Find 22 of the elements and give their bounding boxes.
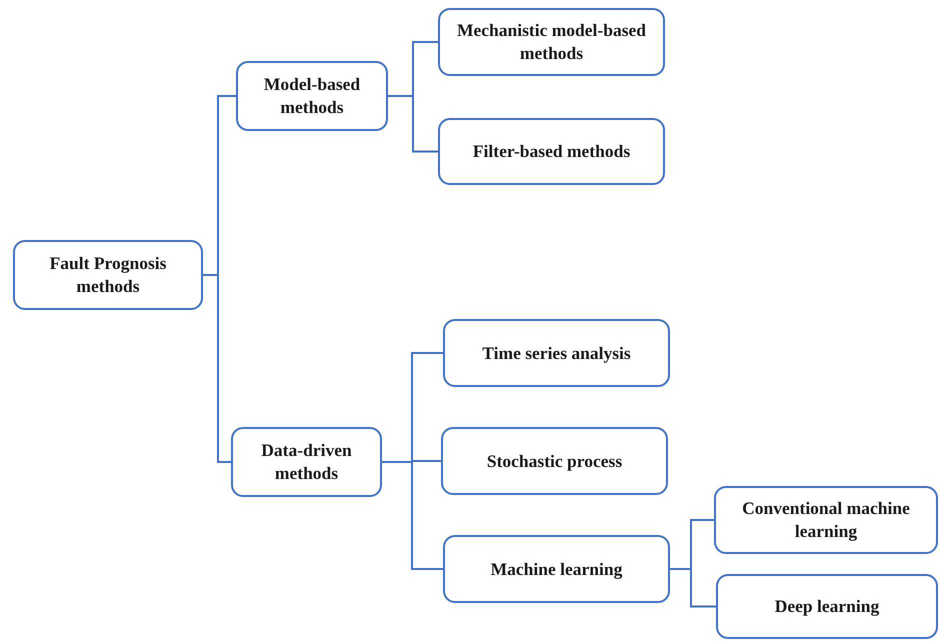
node-label: Fault Prognosis methods — [48, 252, 168, 298]
method-box — [441, 427, 668, 495]
connector-line — [382, 461, 443, 570]
method-box — [443, 319, 670, 387]
node-label: Deep learning — [774, 595, 880, 618]
node-label: Filter-based methods — [472, 140, 630, 163]
node-label: Data-driven methods — [260, 439, 353, 485]
method-box — [13, 240, 203, 310]
method-box — [236, 61, 388, 131]
method-box — [438, 8, 665, 76]
method-box — [716, 574, 938, 639]
connector-line — [670, 568, 716, 608]
method-box — [231, 427, 382, 497]
node-label: Stochastic process — [486, 450, 622, 472]
method-box — [714, 486, 938, 554]
node-label: Machine learning — [490, 558, 622, 580]
node-label: Conventional machine learning — [741, 497, 911, 543]
method-box — [443, 535, 670, 603]
node-label: Mechanistic model-based methods — [456, 19, 648, 65]
method-box — [438, 118, 665, 185]
node-label: Time series analysis — [482, 342, 631, 364]
node-label: Model-based methods — [262, 73, 362, 119]
